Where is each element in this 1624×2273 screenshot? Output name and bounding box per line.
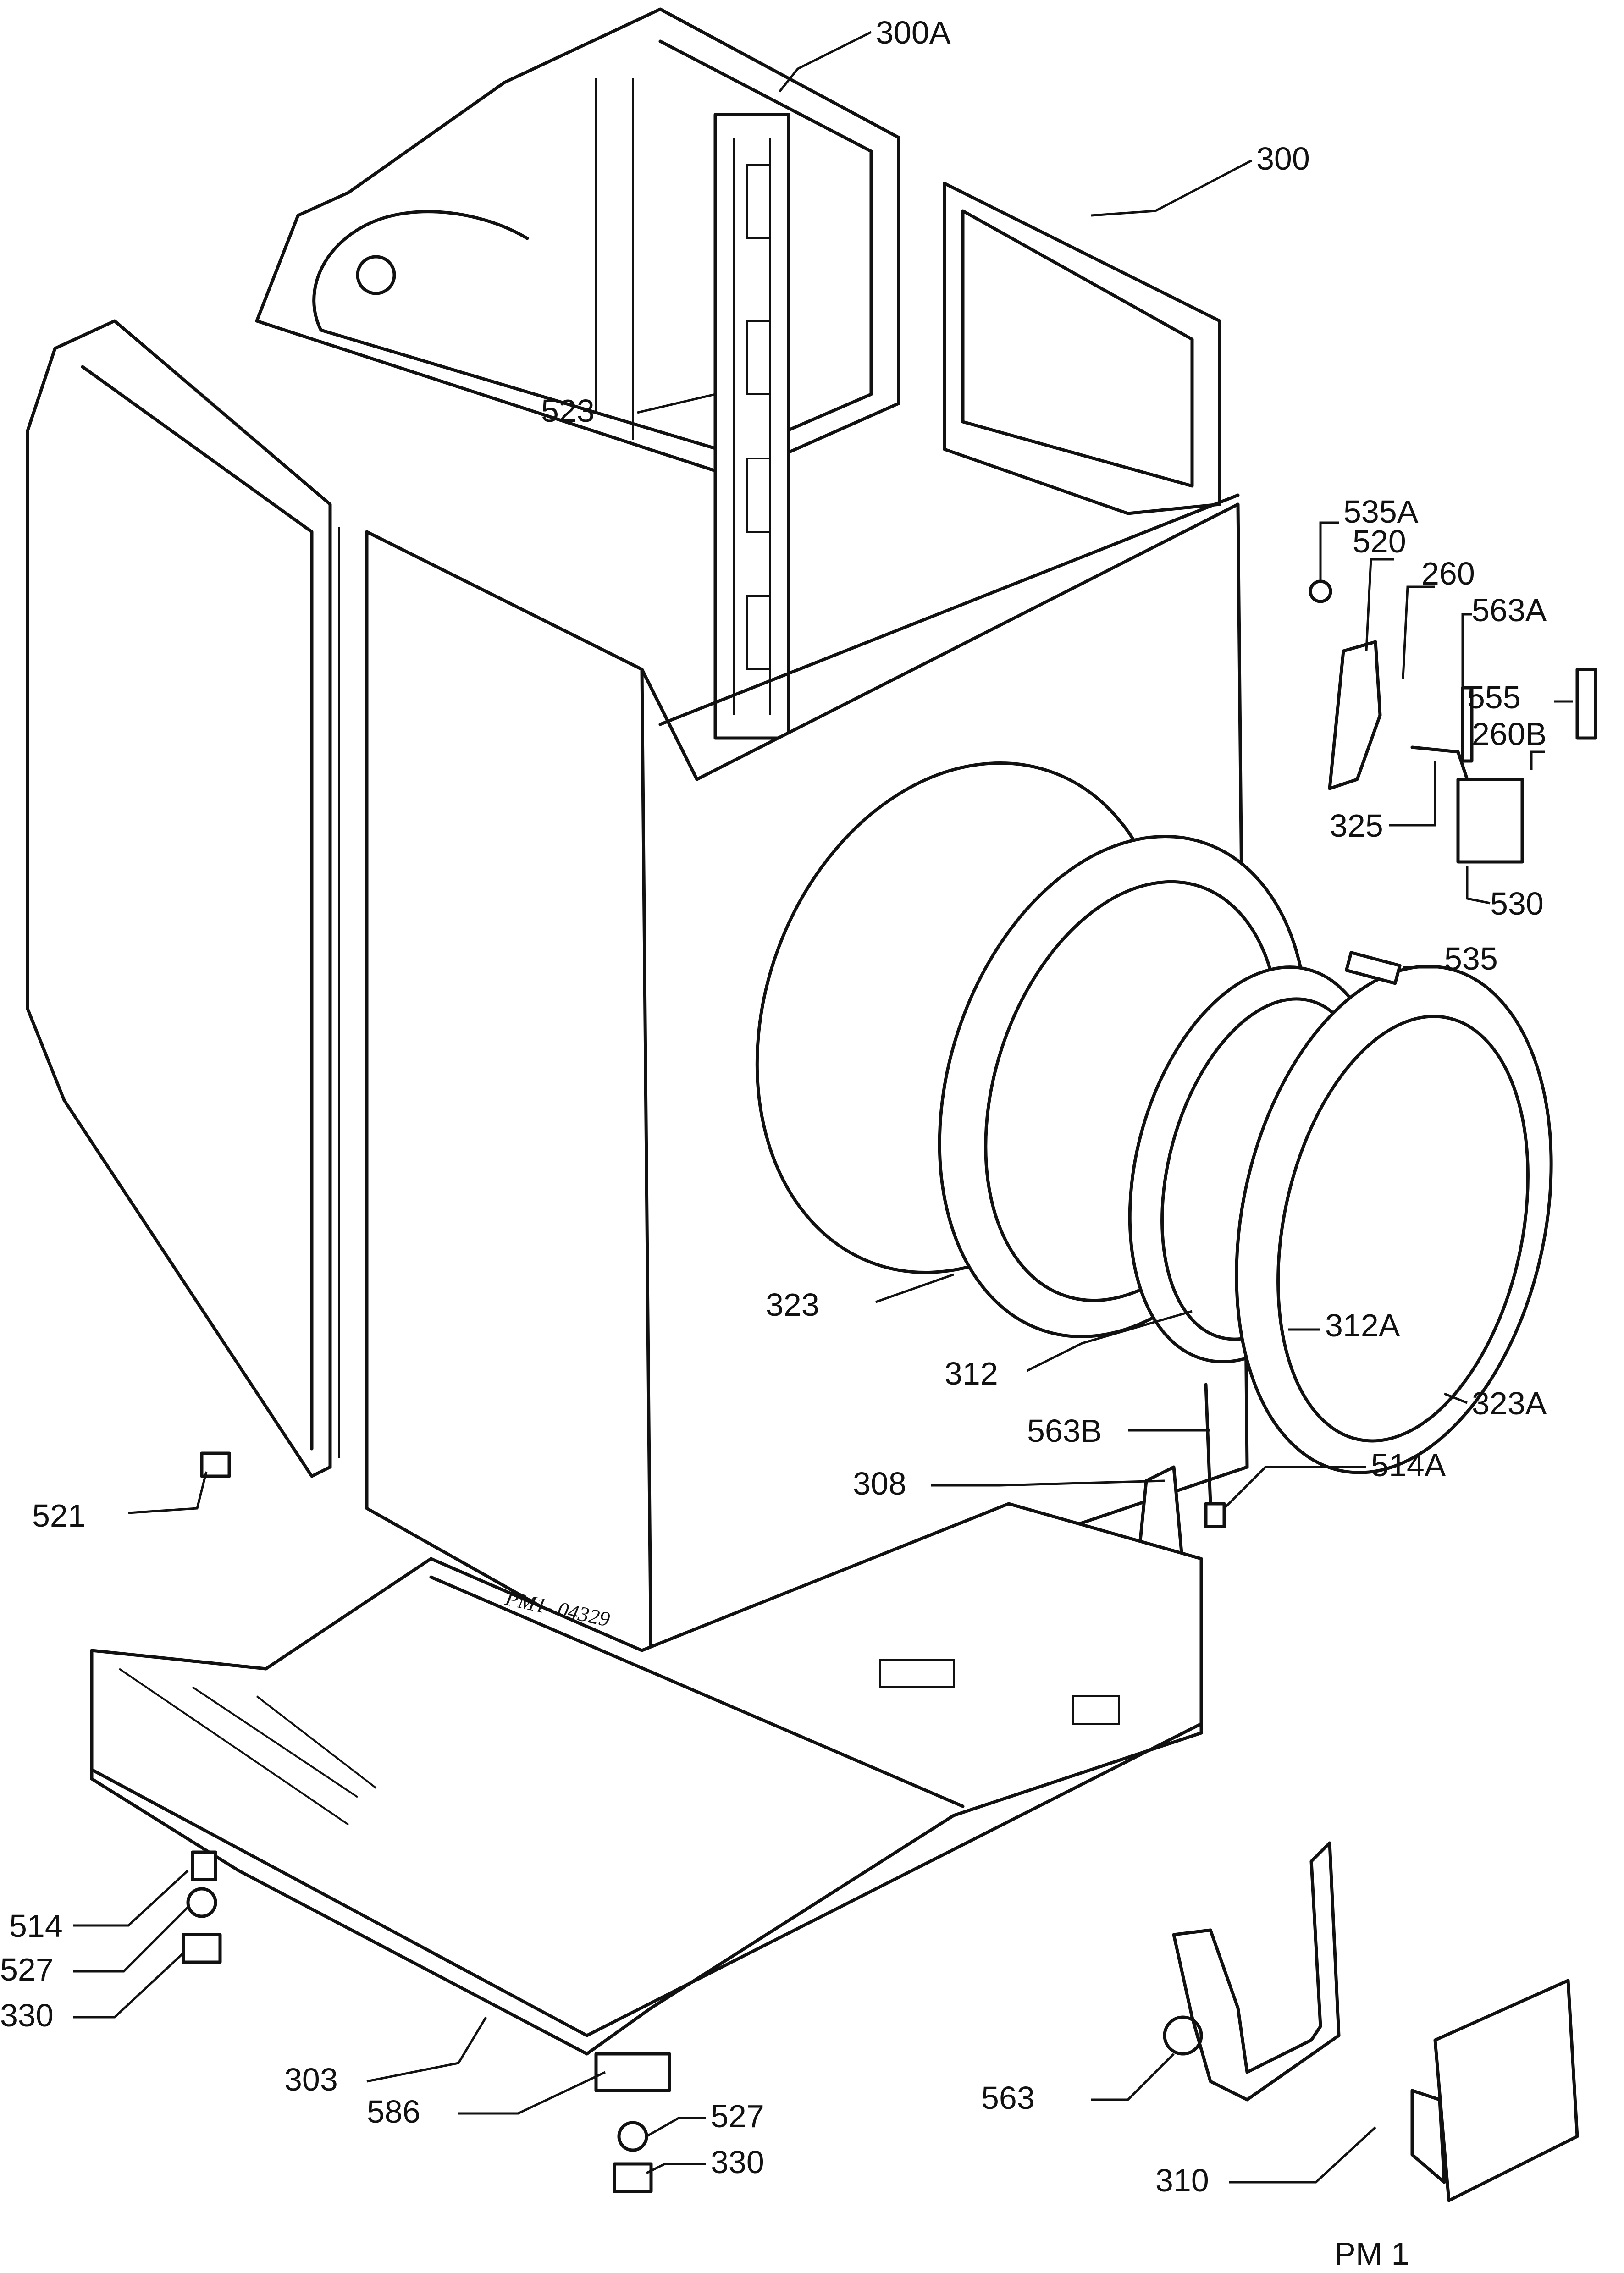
base-frame-303 [90, 1502, 1203, 2056]
left-side-panel [26, 319, 340, 1478]
front-cabinet [365, 493, 1249, 1671]
callout-312: 312 [945, 1356, 998, 1391]
callout-527-right: 527 [711, 2098, 764, 2134]
callout-300A: 300A [876, 15, 951, 50]
rear-rail-523 [713, 113, 790, 740]
callout-514A: 514A [1371, 1447, 1446, 1483]
door-ring-323A [1235, 965, 1553, 1474]
callout-312A: 312A [1325, 1308, 1400, 1343]
right-frame-300 [943, 182, 1221, 515]
bracket-563 [1163, 1841, 1341, 2102]
page-code: PM 1 [1334, 2236, 1409, 2272]
callout-563B: 563B [1027, 1413, 1102, 1449]
callout-300: 300 [1256, 141, 1310, 177]
callout-535A: 535A [1343, 494, 1419, 530]
callout-586: 586 [367, 2094, 420, 2130]
callout-325: 325 [1330, 808, 1383, 844]
lid-310 [1410, 1979, 1579, 2202]
callout-310: 310 [1155, 2163, 1209, 2198]
callout-535: 535 [1444, 941, 1498, 977]
callout-563A: 563A [1472, 592, 1547, 628]
callout-563: 563 [981, 2080, 1035, 2116]
callout-308: 308 [853, 1466, 906, 1501]
callout-330-left: 330 [0, 1997, 54, 2033]
foot-assembly-right [594, 2052, 671, 2193]
callout-530: 530 [1490, 886, 1544, 921]
callout-303: 303 [284, 2062, 338, 2097]
callout-523: 523 [541, 393, 595, 429]
callout-323A: 323A [1472, 1385, 1547, 1421]
foot-assembly-left [182, 1850, 222, 1964]
leader-lines [73, 31, 1573, 2184]
callout-555: 555 [1467, 679, 1521, 715]
callout-514: 514 [9, 1908, 63, 1944]
callout-260: 260 [1421, 556, 1475, 591]
callout-527-left: 527 [0, 1952, 54, 1987]
callout-323: 323 [766, 1287, 819, 1323]
callout-260B: 260B [1472, 716, 1547, 752]
callout-521: 521 [32, 1498, 86, 1534]
callout-330-right: 330 [711, 2144, 764, 2180]
door-lock-parts [1309, 579, 1597, 985]
callout-520: 520 [1353, 524, 1406, 559]
callout-labels: 300A 300 523 535A 520 260 563A 555 260B … [0, 15, 1547, 2198]
